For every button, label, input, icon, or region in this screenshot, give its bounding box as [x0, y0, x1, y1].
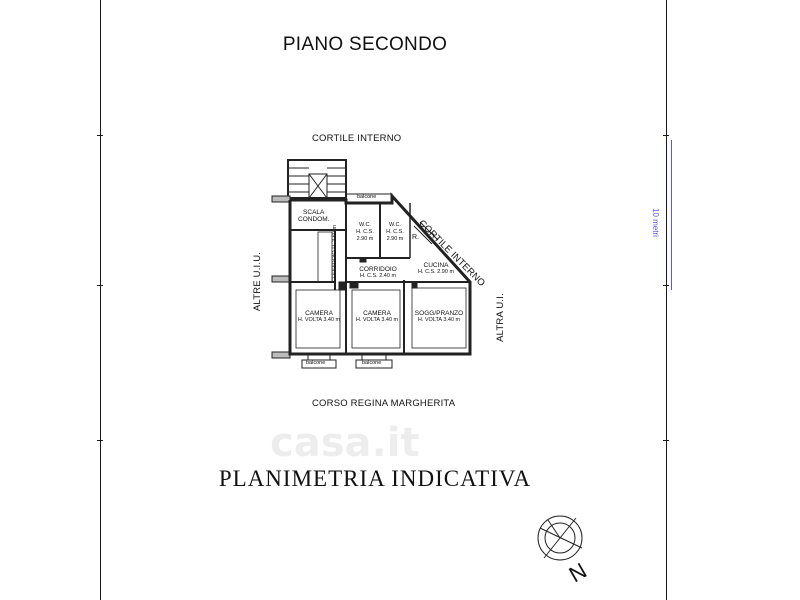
room-wc2: W.C. H. C.S. 2.90 m	[381, 222, 409, 243]
watermark-logo: casa.it	[270, 420, 420, 466]
room-wc2-name: W.C.	[389, 222, 401, 228]
room-scala-name: SCALA	[303, 209, 325, 216]
compass-icon	[537, 515, 583, 561]
frame-right-border	[666, 0, 667, 600]
frame-tick	[97, 285, 103, 286]
room-camera2-height: H. VOLTA 3.40 m	[355, 317, 399, 323]
side-wall	[271, 351, 291, 359]
room-soggiorno: SOGG/PRANZO H. VOLTA 3.40 m	[410, 310, 468, 324]
balcony-top-label: balcone	[357, 194, 377, 200]
room-camera1-height: H. VOLTA 3.40 m	[297, 317, 341, 323]
frame-tick	[663, 135, 669, 136]
stair-core	[308, 173, 328, 199]
room-corridoio-h-height: H. C.S. 2.40 m	[359, 273, 397, 279]
room-wc2-height: H. C.S.	[386, 229, 404, 235]
frame-tick	[663, 440, 669, 441]
frame-left-border	[100, 0, 101, 600]
room-scala: SCALA CONDOM.	[298, 209, 329, 223]
room-wc1-height: H. C.S.	[356, 229, 374, 235]
balcony-bottom-1	[301, 359, 337, 369]
camera1-outline	[295, 289, 341, 349]
balcony-bottom-2	[355, 359, 393, 369]
side-wall	[271, 195, 291, 203]
room-camera2: CAMERA H. VOLTA 3.40 m	[352, 310, 402, 324]
room-corridoio-h: CORRIDOIO H. C.S. 2.40 m	[350, 266, 406, 280]
label-cortile-top: CORTILE INTERNO	[312, 133, 402, 144]
room-cucina: CUCINA H. C.S. 2.90 m	[415, 262, 457, 276]
balcony-bottom-2-label: balcone	[362, 360, 382, 366]
side-wall	[271, 275, 291, 283]
frame-tick	[97, 135, 103, 136]
page-title: PIANO SECONDO	[282, 34, 448, 55]
room-wc1-value: 2.90 m	[356, 236, 374, 242]
balcony-top	[345, 193, 393, 203]
room-corridoio-v-height: H. 3.60 m	[332, 224, 339, 249]
corridoio-v-outline	[317, 231, 333, 283]
room-cucina-height: H. C.S. 2.90 m	[417, 269, 455, 275]
room-soggiorno-name: SOGG/PRANZO	[414, 310, 464, 317]
label-street: CORSO REGINA MARGHERITA	[312, 398, 456, 409]
room-soggiorno-height: H. VOLTA 3.40 m	[417, 317, 461, 323]
room-corridoio-v: CORRIDOIO H. 3.60 m	[332, 225, 339, 282]
room-cucina-name: CUCINA	[423, 262, 449, 269]
room-scala-name2: CONDOM.	[298, 216, 330, 223]
room-corridoio-h-name: CORRIDOIO	[359, 266, 397, 273]
room-camera1: CAMERA H. VOLTA 3.40 m	[296, 310, 342, 324]
scale-bar	[671, 140, 672, 290]
room-corridoio-v-name: CORRIDOIO	[332, 250, 339, 283]
label-altre-uiu: ALTRE U.I.U.	[252, 251, 264, 312]
room-camera1-name: CAMERA	[305, 310, 333, 317]
balcony-bottom-1-label: balcone	[306, 360, 326, 366]
room-camera2-name: CAMERA	[363, 310, 391, 317]
room-wc1-name: W.C.	[359, 222, 371, 228]
frame-tick	[663, 285, 669, 286]
room-wc1: W.C. H. C.S. 2.90 m	[350, 222, 380, 243]
frame-tick	[97, 440, 103, 441]
footer-title: PLANIMETRIA INDICATIVA	[218, 466, 532, 491]
label-altra-ui: ALTRA U.I.	[494, 293, 506, 342]
room-r-label: R.	[412, 234, 419, 241]
soggiorno-outline	[411, 287, 467, 349]
camera2-outline	[351, 289, 401, 349]
room-wc2-value: 2.90 m	[386, 236, 404, 242]
